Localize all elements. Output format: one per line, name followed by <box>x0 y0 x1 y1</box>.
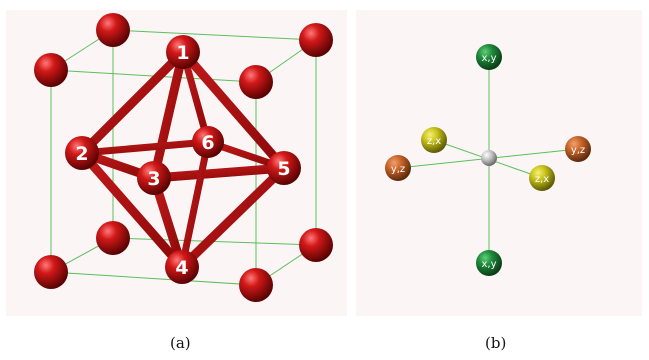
axis-panel: x,y z,x y,z y,z z,x x,y <box>356 10 642 316</box>
atom-label-5: 5 <box>277 158 290 180</box>
rod-2-6 <box>78 138 212 157</box>
label-top: x,y <box>481 53 496 64</box>
rod-2-4 <box>77 148 187 272</box>
corner-atom-front-br <box>239 268 273 302</box>
atom-top: x,y <box>476 44 502 70</box>
atom-label-6: 6 <box>201 132 214 154</box>
corner-atom-front-bl <box>34 255 68 289</box>
atom-lower-right: z,x <box>529 165 555 191</box>
label-left: y,z <box>391 164 405 175</box>
corner-atom-back-br <box>299 228 333 262</box>
octahedron-atom-2: 2 <box>65 136 99 170</box>
octahedron-atom-1: 1 <box>166 35 200 69</box>
rod-1-3 <box>149 47 188 183</box>
atom-label-2: 2 <box>75 143 88 165</box>
corner-atom-back-bl <box>96 221 130 255</box>
caption-a: (a) <box>170 334 191 352</box>
cube-corner-atoms <box>34 13 333 302</box>
octahedron-atom-6: 6 <box>192 126 224 158</box>
corner-atom-back-tl <box>96 13 130 47</box>
label-upper-left: z,x <box>427 136 441 147</box>
atom-right: y,z <box>565 136 591 162</box>
atom-center <box>481 150 497 166</box>
corner-atom-front-tl <box>34 53 68 87</box>
label-bottom: x,y <box>481 259 496 270</box>
octahedron-atom-4: 4 <box>165 250 199 284</box>
corner-atom-front-tr <box>239 65 273 99</box>
caption-b: (b) <box>485 334 507 352</box>
label-lower-right: z,x <box>535 174 549 185</box>
label-right: y,z <box>571 145 585 156</box>
octahedron-atom-3: 3 <box>137 161 171 195</box>
corner-atom-back-tr <box>299 23 333 57</box>
atom-label-4: 4 <box>175 257 188 279</box>
rod-6-4 <box>178 138 212 271</box>
atom-label-1: 1 <box>176 42 189 64</box>
octahedron-panel: 1 6 2 5 3 4 <box>6 10 347 316</box>
rod-5-4 <box>177 163 289 272</box>
axis-diagram: x,y z,x y,z y,z z,x x,y <box>385 44 591 276</box>
atom-left: y,z <box>385 155 411 181</box>
rod-3-5 <box>149 163 289 183</box>
atom-label-3: 3 <box>147 168 160 190</box>
octahedron-atom-5: 5 <box>267 151 301 185</box>
octahedron-diagram: 1 6 2 5 3 4 <box>34 13 333 302</box>
atom-upper-left: z,x <box>421 127 447 153</box>
rod-1-2 <box>77 47 188 158</box>
atom-bottom: x,y <box>476 250 502 276</box>
rod-1-5 <box>178 47 289 173</box>
